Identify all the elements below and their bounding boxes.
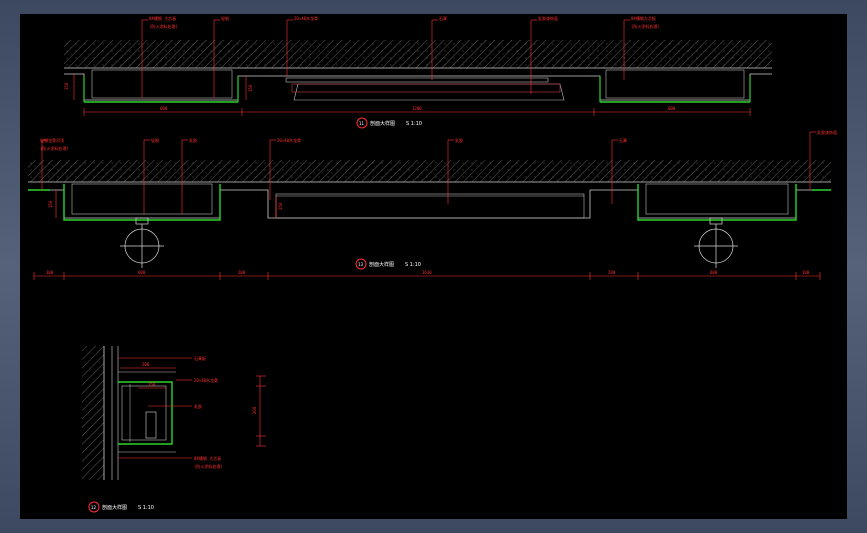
view-title: 剖面大样图 [369,261,394,268]
dim-3: 600 [668,106,676,111]
callout-6: 石膏 [619,137,627,143]
dim-4: 1610 [422,270,432,275]
side-dim-1: 150 [48,200,53,208]
view-number-badge [355,258,367,270]
dim-7: 100 [802,270,810,275]
callout-4: 石膏 [439,15,447,21]
callout-3: 乳胶 [189,137,197,143]
dim-3: 200 [252,406,257,414]
dim-5: 200 [608,270,616,275]
callout-4b: (防火涂料处理) [194,463,223,469]
callout-5: 乳胶 [455,137,463,143]
dim-1: 100 [46,270,54,275]
view-number-badge [88,501,100,513]
callout-2: 20×40木龙骨 [194,377,218,383]
callout-1b: (防火涂料处理) [40,145,69,151]
dim-6: 600 [710,270,718,275]
section-view-11: 8#槽钢 大芯板 (防火涂料处理) 轻钢 20×40木龙骨 石膏 乳胶漆饰面 8… [64,15,772,129]
view-number: 13 [358,262,364,267]
section-view-13: 轻钢龙骨吊顶 (防火涂料处理) 轻钢 乳胶 20×40木龙骨 乳胶 石膏 乳胶漆… [28,129,837,280]
callout-3: 20×40木龙骨 [294,15,318,21]
view-number-badge [356,117,368,129]
callout-1b: (防火涂料处理) [149,23,178,29]
dim-1: 600 [160,106,168,111]
callout-7: 乳胶漆饰面 [817,129,837,135]
side-dim-2: 150 [278,202,283,210]
view-scale: S 1:10 [405,262,421,268]
view-scale: S 1:10 [138,505,154,511]
downlight-fixture [120,217,738,268]
view-number: 11 [359,121,365,126]
view-title: 剖面大样图 [370,120,395,127]
view-scale: S 1:10 [406,121,422,127]
view-title: 剖面大样图 [102,504,127,511]
callout-4: 20×40木龙骨 [277,137,301,143]
dim-1: 200 [142,362,150,367]
cad-drawing-canvas[interactable]: 8#槽钢 大芯板 (防火涂料处理) 轻钢 20×40木龙骨 石膏 乳胶漆饰面 8… [20,14,847,519]
callout-2: 轻钢 [221,15,229,21]
callout-4: 8#槽钢 大芯板 [194,455,221,461]
callout-1: 8#槽钢 大芯板 [149,15,176,21]
dim-2: 150 [148,382,156,387]
section-view-12: 石膏板 20×40木龙骨 乳胶 8#槽钢 大芯板 (防火涂料处理) 200 15… [82,346,266,513]
callout-5: 乳胶漆饰面 [538,15,558,21]
wall-section [82,346,104,480]
view-number: 12 [91,505,97,510]
side-dim-2: 150 [248,84,253,92]
callout-6: 8#槽钢大芯板 [631,15,656,21]
drawing-svg: 8#槽钢 大芯板 (防火涂料处理) 轻钢 20×40木龙骨 石膏 乳胶漆饰面 8… [28,15,837,513]
dim-3: 200 [238,270,246,275]
callout-3: 乳胶 [194,403,202,409]
dim-2: 1200 [412,106,422,111]
dim-2: 600 [138,270,146,275]
callout-6b: (防火涂料处理) [631,23,660,29]
callout-1: 轻钢龙骨吊顶 [40,137,64,143]
callout-2: 轻钢 [151,137,159,143]
side-dim-1: 150 [64,82,69,90]
callout-1: 石膏板 [194,355,206,361]
